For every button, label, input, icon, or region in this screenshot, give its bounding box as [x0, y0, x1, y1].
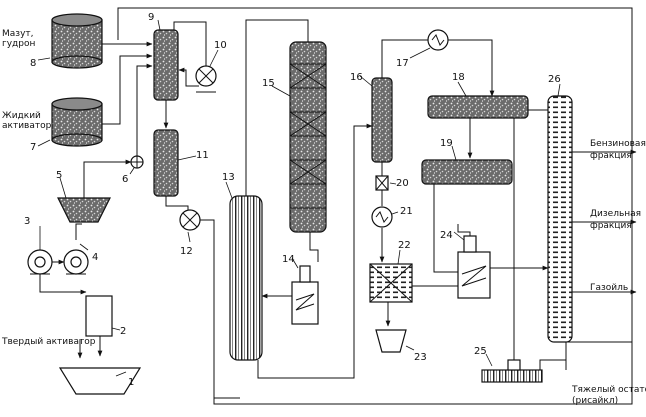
mill-4 [64, 250, 88, 274]
label-26: 26 [548, 74, 561, 85]
label-mazut-2: гудрон [2, 39, 35, 49]
tank-7 [52, 98, 102, 146]
valve-20 [376, 176, 388, 190]
hopper-23 [376, 330, 406, 352]
label-14: 14 [282, 254, 295, 265]
line-6-9 [137, 66, 152, 160]
label-liquid-2: активатор [2, 121, 52, 131]
label-benzine-2: фракция [590, 151, 632, 161]
label-1: 1 [128, 377, 134, 388]
label-10: 10 [214, 40, 227, 51]
label-12: 12 [180, 246, 193, 257]
vessel-16 [372, 78, 392, 162]
label-7: 7 [30, 142, 36, 153]
label-4: 4 [92, 252, 98, 263]
label-gasoil: Газойль [590, 283, 628, 293]
label-17: 17 [396, 58, 409, 69]
vessel-18 [428, 96, 528, 118]
heater-17 [428, 30, 448, 50]
label-19: 19 [440, 138, 453, 149]
pump-10 [196, 66, 216, 92]
label-diesel-2: фракция [590, 221, 632, 231]
label-8: 8 [30, 58, 36, 69]
label-3: 3 [24, 216, 30, 227]
vessel-2 [86, 296, 112, 336]
label-9: 9 [148, 12, 154, 23]
hopper-5 [58, 198, 110, 222]
label-23: 23 [414, 352, 427, 363]
exchanger-24 [458, 236, 490, 298]
label-24: 24 [440, 230, 453, 241]
flow-lines [40, 8, 636, 404]
reactor-13 [230, 196, 262, 360]
column-26 [548, 96, 572, 342]
mill-3 [28, 250, 52, 274]
valve-6 [131, 156, 143, 168]
label-20: 20 [396, 178, 409, 189]
line-2-3 [40, 274, 86, 292]
vessel-11 [154, 130, 178, 196]
label-22: 22 [398, 240, 411, 251]
mixer-9 [154, 30, 178, 100]
reactor-22 [370, 264, 412, 302]
exchanger-14 [292, 266, 318, 324]
heater-21 [372, 207, 392, 227]
line-17-18 [448, 40, 492, 96]
pump-12 [180, 210, 200, 230]
label-5: 5 [56, 170, 62, 181]
label-6: 6 [122, 174, 128, 185]
label-25: 25 [474, 346, 487, 357]
label-mazut-1: Мазут, [2, 29, 34, 39]
label-18: 18 [452, 72, 465, 83]
label-solid-activator: Твердый активатор [1, 337, 96, 347]
line-11-12 [166, 196, 188, 212]
column-15 [290, 42, 326, 232]
tank-8 [52, 14, 102, 68]
label-16: 16 [350, 72, 363, 83]
line-25 [524, 360, 566, 370]
label-residue-1: Тяжелый остаток [571, 385, 646, 395]
label-diesel-1: Дизельная [590, 209, 641, 219]
line-9-10 [174, 22, 206, 66]
line-15-14 [310, 232, 318, 262]
label-residue-2: (рисайкл) [572, 396, 618, 406]
line-4-5 [76, 224, 82, 240]
label-2: 2 [120, 326, 126, 337]
label-21: 21 [400, 206, 413, 217]
label-13: 13 [222, 172, 235, 183]
label-liquid-1: Жидкий [2, 111, 41, 121]
label-11: 11 [196, 150, 209, 161]
label-15: 15 [262, 78, 275, 89]
label-benzine-1: Бензиновая [590, 139, 646, 149]
line-19-24 [434, 184, 458, 272]
vessel-19 [422, 160, 512, 184]
